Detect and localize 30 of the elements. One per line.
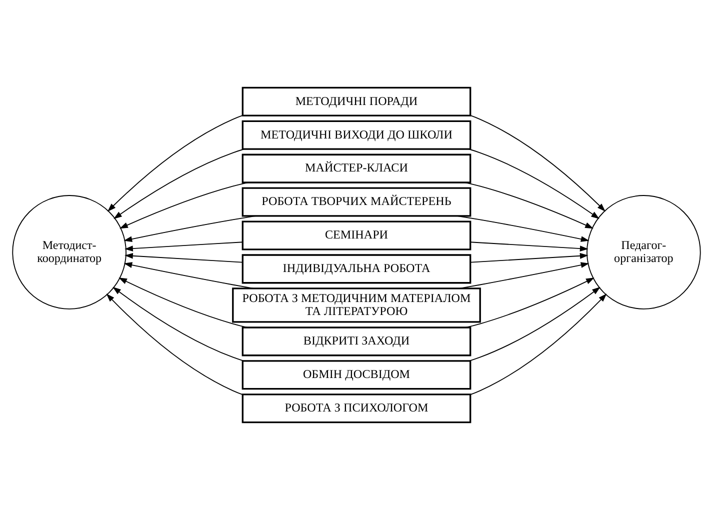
- node-box: МЕТОДИЧНІ ВИХОДИ ДО ШКОЛИ: [242, 120, 472, 150]
- node-box: ВІДКРИТІ ЗАХОДИ: [242, 326, 472, 356]
- node-box: РОБОТА ТВОРЧИХ МАЙСТЕРЕНЬ: [242, 186, 472, 216]
- arrow: [124, 215, 256, 242]
- node-box: РОБОТА З МЕТОДИЧНИМ МАТЕРІАЛОМ ТА ЛІТЕРАТУРОЮ: [232, 287, 481, 322]
- node-box: МЕТОДИЧНІ ПОРАДИ: [242, 86, 472, 116]
- node-box: СЕМІНАРИ: [242, 220, 472, 250]
- arrow: [124, 262, 254, 288]
- node-box: МАЙСТЕР-КЛАСИ: [242, 153, 472, 183]
- arrow: [470, 293, 607, 395]
- node-box: ОБМІН ДОСВІДОМ: [242, 360, 472, 390]
- arrow: [468, 148, 600, 218]
- arrow: [124, 252, 243, 262]
- arrow: [124, 241, 243, 251]
- arrow: [106, 293, 243, 395]
- arrow: [118, 277, 248, 328]
- node-box: РОБОТА З ПСИХОЛОГОМ: [242, 393, 472, 423]
- arrow: [120, 182, 248, 228]
- arrow: [468, 286, 600, 361]
- arrow: [112, 286, 244, 361]
- arrow: [108, 114, 244, 212]
- arrow: [470, 114, 606, 212]
- arrow: [464, 182, 594, 228]
- arrow: [114, 148, 245, 218]
- node-box: ІНДИВІДУАЛЬНА РОБОТА: [242, 254, 472, 284]
- arrow: [457, 215, 590, 242]
- arrow: [459, 262, 590, 288]
- arrow: [465, 277, 594, 328]
- arrow: [470, 252, 588, 262]
- arrow: [470, 241, 588, 251]
